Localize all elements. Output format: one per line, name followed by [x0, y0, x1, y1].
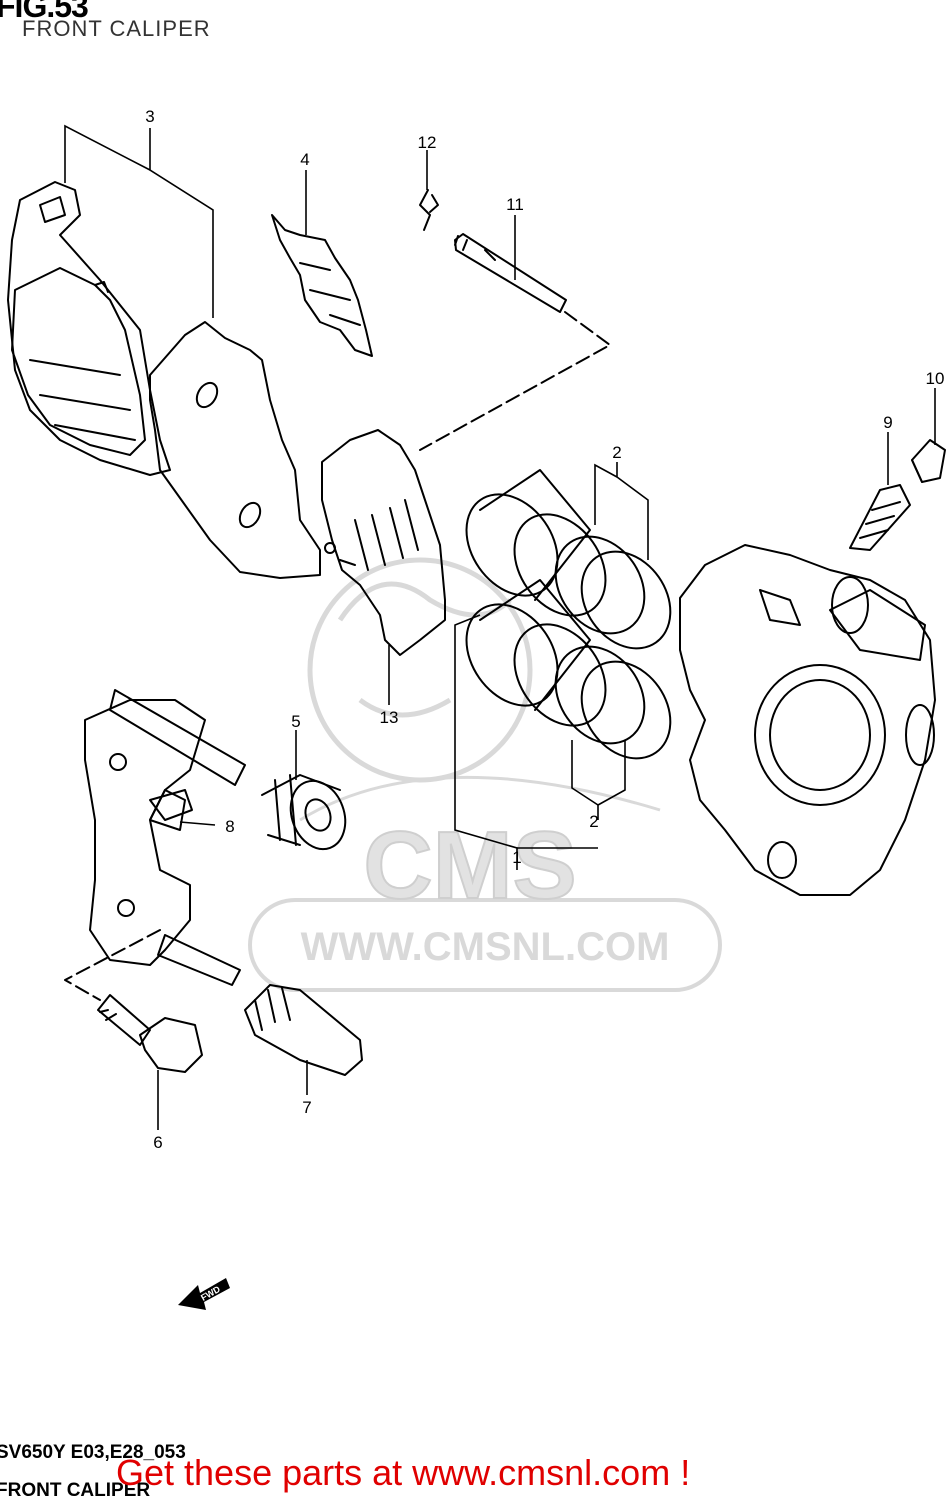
part-bleeder-cap [911, 439, 946, 483]
callout-10: 11 [506, 195, 524, 214]
part-piston-upper [465, 469, 607, 617]
part-clip [149, 789, 186, 831]
part-pad-pin [454, 233, 567, 313]
part-pin-clip [419, 189, 439, 231]
figure-subtitle: FRONT CALIPER [22, 16, 211, 41]
part-pad-shim [321, 429, 446, 656]
callout-2-lower: 2 [589, 812, 598, 831]
part-rubber-boot [261, 774, 347, 851]
fwd-arrow-icon: FWD [178, 1278, 230, 1310]
callout-2-upper: 2 [612, 443, 621, 462]
figure-title: FIG.53 [0, 0, 89, 24]
footer-figure-code: SV650Y E03,E28_053 [0, 1442, 186, 1463]
callout-leaders [64, 124, 936, 1130]
callout-12: 13 [380, 708, 399, 727]
callout-7: 8 [225, 817, 234, 836]
part-slide-pin [244, 984, 363, 1076]
callout-3: 3 [145, 107, 154, 126]
leader-pin-to-shim [419, 311, 611, 451]
part-piston-seals [554, 535, 672, 760]
callout-13: 6 [153, 1133, 162, 1152]
footer-figure-name: FRONT CALIPER [0, 1480, 151, 1501]
callout-5: 5 [291, 712, 300, 731]
part-pad-spring [271, 214, 373, 357]
watermark-url: WWW.CMSNL.COM [301, 925, 670, 969]
part-caliper-bracket [84, 689, 246, 986]
callout-1: 1 [512, 848, 521, 867]
part-brake-pad-set [7, 181, 336, 579]
callout-11: 12 [418, 133, 437, 152]
callout-6: 7 [302, 1098, 311, 1117]
callout-9: 10 [926, 369, 945, 388]
part-piston-lower [465, 579, 607, 727]
part-caliper-body [679, 544, 936, 896]
callout-8: 9 [883, 413, 892, 432]
part-bleeder-screw [849, 484, 911, 551]
callout-4: 4 [300, 150, 309, 169]
leader-bolt-to-bracket [64, 929, 161, 1001]
watermark-brand: CMS [363, 812, 576, 919]
part-bracket-bolt [97, 994, 203, 1073]
promo-link[interactable]: Get these parts at www.cmsnl.com ! [116, 1452, 691, 1493]
callout-labels: 3 4 12 11 10 9 2 13 5 8 2 1 7 6 [145, 107, 944, 1152]
